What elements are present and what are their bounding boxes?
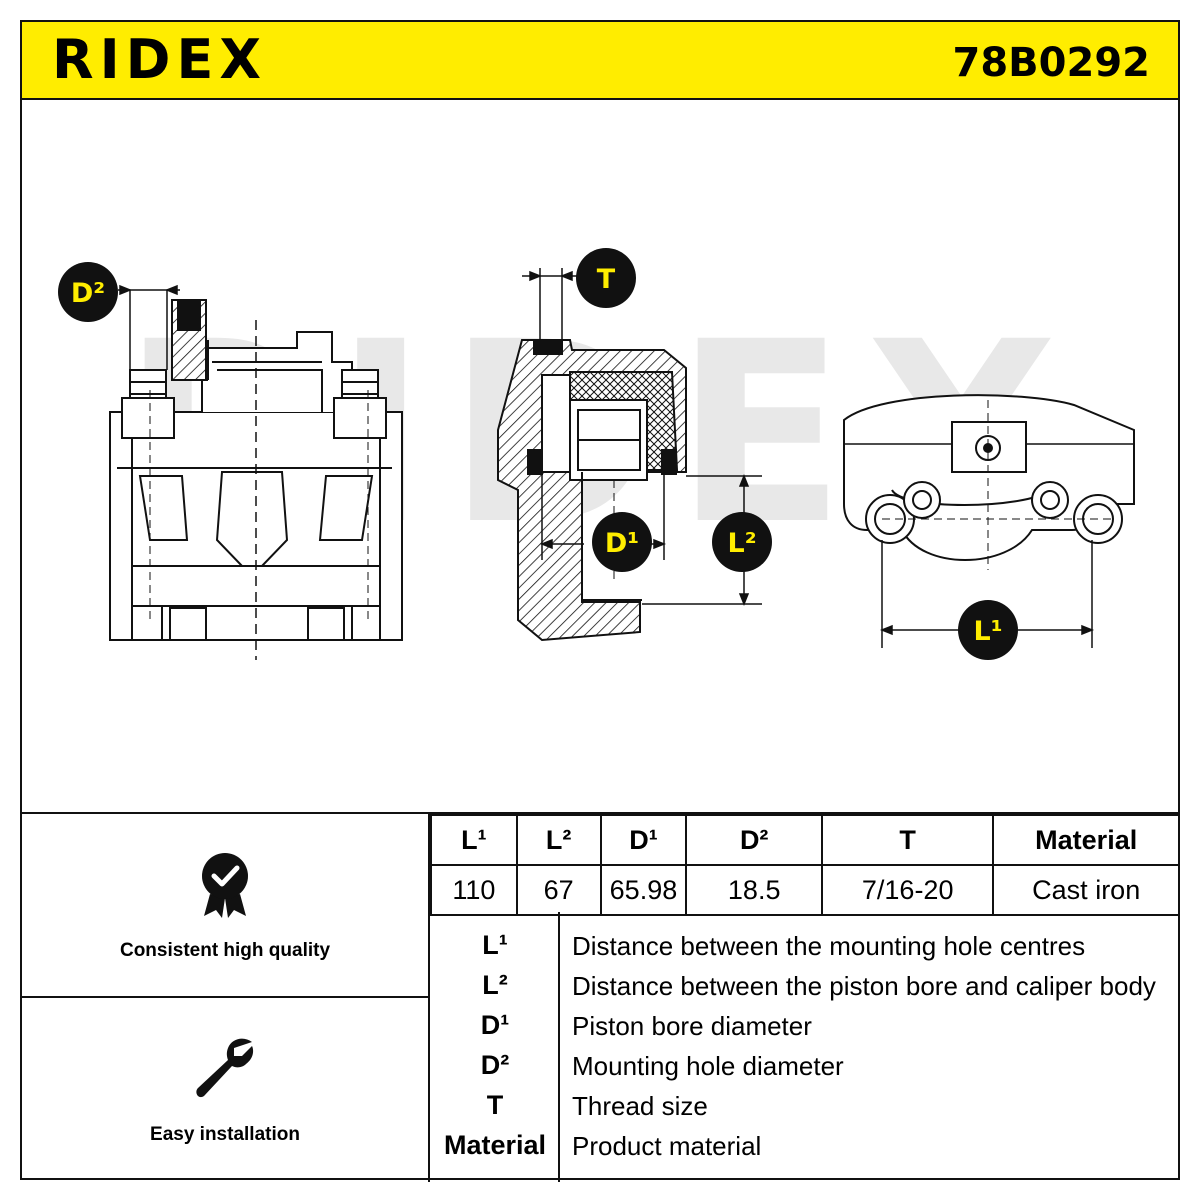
l1-label-badge: L¹ (958, 600, 1018, 660)
legend-row: T Thread size (430, 1088, 1180, 1128)
l2-label-badge: L² (712, 512, 772, 572)
legend-row: L¹ Distance between the mounting hole ce… (430, 928, 1180, 968)
d2-label: D² (71, 278, 105, 309)
legend-divider (558, 912, 560, 1182)
feature-label: Consistent high quality (119, 940, 331, 961)
spec-header: D² (685, 814, 823, 866)
caliper-front-view (109, 299, 403, 660)
spec-value: 7/16-20 (820, 864, 995, 916)
spec-header-row: L¹ L² D¹ D² T Material (430, 814, 1180, 866)
spec-header: T (820, 814, 995, 866)
legend-key: L² (482, 970, 508, 1000)
d1-label: D¹ (605, 528, 639, 559)
caliper-section-view (497, 339, 687, 642)
part-number: 78B0292 (952, 40, 1150, 86)
legend-key: D¹ (480, 1010, 510, 1040)
spec-table: L¹ L² D¹ D² T Material 110 67 65.98 18.5… (430, 814, 1180, 916)
header-bar: RIDEX 78B0292 (20, 20, 1180, 100)
t-dimension (522, 268, 578, 340)
spec-value: 65.98 (599, 864, 688, 916)
l2-label: L² (727, 528, 756, 559)
caliper-back-view (843, 394, 1135, 570)
spec-header: Material (992, 814, 1180, 866)
t-label: T (597, 264, 616, 295)
legend-key: Material (443, 1130, 547, 1160)
spec-value: Cast iron (992, 864, 1180, 916)
spec-header: D¹ (599, 814, 688, 866)
spec-value: 110 (430, 864, 518, 916)
d2-label-badge: D² (58, 262, 118, 322)
legend-desc: Distance between the mounting hole centr… (572, 931, 1086, 961)
d1-label-badge: D¹ (592, 512, 652, 572)
wrench-icon (196, 1038, 254, 1098)
legend-row: Material Product material (430, 1128, 1180, 1168)
spec-header: L² (515, 814, 602, 866)
legend-desc: Thread size (572, 1091, 708, 1121)
legend-desc: Piston bore diameter (572, 1011, 812, 1041)
legend-desc: Distance between the piston bore and cal… (572, 971, 1156, 1001)
legend-desc: Mounting hole diameter (572, 1051, 844, 1081)
spec-value-row: 110 67 65.98 18.5 7/16-20 Cast iron (430, 864, 1180, 916)
legend-table: L¹ Distance between the mounting hole ce… (430, 912, 1180, 1182)
feature-label: Easy installation (150, 1124, 300, 1145)
d1-dimension (539, 472, 667, 560)
spec-value: 18.5 (685, 864, 823, 916)
spec-value: 67 (515, 864, 602, 916)
spec-header: L¹ (430, 814, 518, 866)
quality-badge-icon (202, 853, 248, 918)
specifications-section: Consistent high quality Easy installatio… (20, 812, 1180, 1182)
legend-key: D² (480, 1050, 510, 1080)
brand-logo: RIDEX (52, 28, 268, 91)
l1-dimension (879, 540, 1095, 648)
legend-key: L¹ (482, 930, 508, 960)
feature-installation: Easy installation (20, 998, 430, 1182)
feature-quality: Consistent high quality (20, 814, 430, 998)
d2-dimension (118, 284, 180, 370)
legend-row: L² Distance between the piston bore and … (430, 968, 1180, 1008)
legend-desc: Product material (572, 1131, 762, 1161)
legend-key: T (486, 1090, 504, 1120)
legend-row: D¹ Piston bore diameter (430, 1008, 1180, 1048)
t-label-badge: T (576, 248, 636, 308)
legend-row: D² Mounting hole diameter (430, 1048, 1180, 1088)
technical-drawing: RIDEX D² (58, 248, 1135, 660)
l1-label: L¹ (973, 616, 1002, 647)
